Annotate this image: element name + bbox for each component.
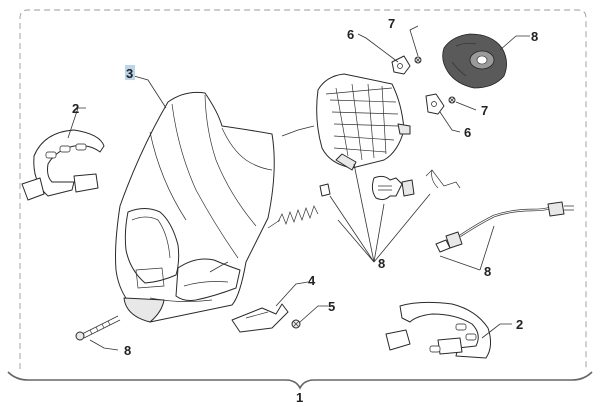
callout-1[interactable]: 1: [296, 390, 303, 405]
headlight-bulb[interactable]: [371, 175, 415, 201]
bracket-upper[interactable]: [391, 55, 411, 75]
cover-plate[interactable]: [231, 303, 289, 333]
callout-4[interactable]: 4: [308, 273, 316, 288]
rubber-cover[interactable]: [442, 33, 507, 89]
clamp-left[interactable]: [21, 129, 105, 201]
callouts: 3 2 2 6 7 8 7 6 8 8 4 5 8 1: [72, 16, 538, 405]
clamp-right[interactable]: [385, 301, 492, 359]
callout-6-upper[interactable]: 6: [347, 27, 354, 42]
callout-8-screw[interactable]: 8: [124, 343, 131, 358]
spring[interactable]: [267, 205, 319, 229]
callout-8-center[interactable]: 8: [378, 256, 385, 271]
headlight-housing[interactable]: [316, 73, 411, 171]
callout-7-upper[interactable]: 7: [388, 16, 395, 31]
callout-8-cover[interactable]: 8: [531, 29, 538, 44]
leader-lines: [67, 25, 530, 351]
headlight-fairing[interactable]: [115, 91, 275, 323]
callout-5[interactable]: 5: [328, 299, 335, 314]
callout-2-left[interactable]: 2: [72, 101, 79, 116]
callout-6-lower[interactable]: 6: [464, 125, 471, 140]
callout-7-lower[interactable]: 7: [481, 103, 488, 118]
parking-light-wire[interactable]: [435, 201, 574, 253]
callout-3-highlight: [125, 65, 135, 80]
callout-3[interactable]: 3: [126, 66, 133, 81]
callout-2-right[interactable]: 2: [516, 317, 523, 332]
long-screw[interactable]: [75, 315, 121, 341]
screw-small[interactable]: [291, 319, 301, 329]
screw-lower[interactable]: [448, 96, 456, 104]
clip[interactable]: [319, 183, 331, 197]
wire-clip[interactable]: [425, 169, 461, 189]
diagram-frame: [7, 9, 593, 390]
callout-8-wire[interactable]: 8: [484, 264, 491, 279]
screw-upper[interactable]: [414, 56, 422, 64]
bracket-lower[interactable]: [425, 93, 445, 115]
